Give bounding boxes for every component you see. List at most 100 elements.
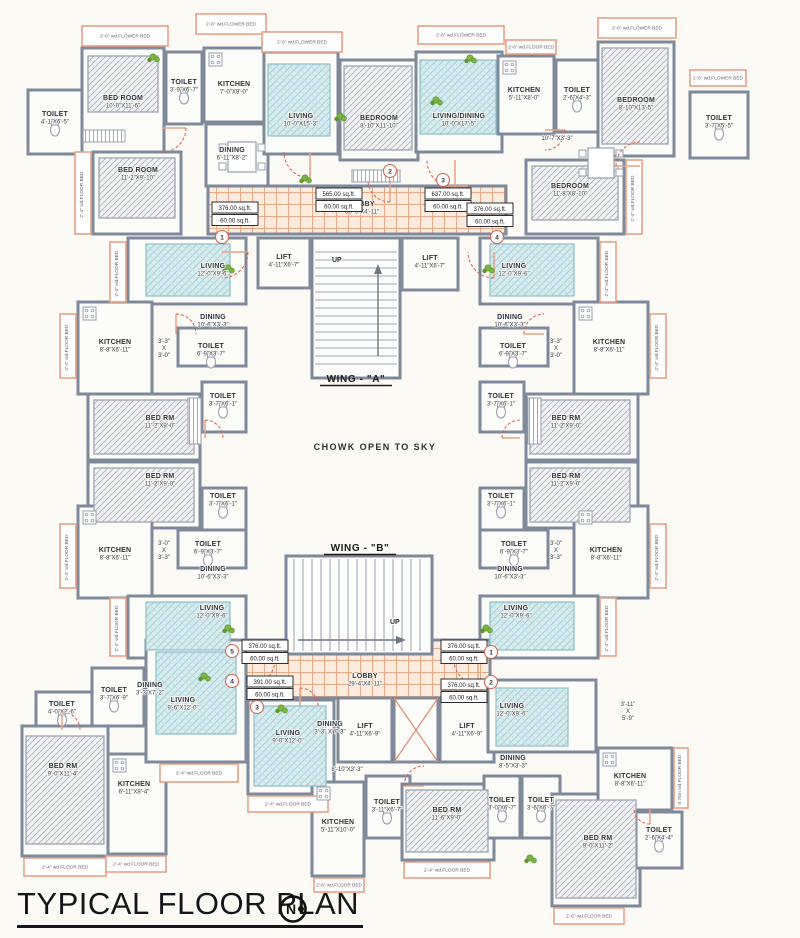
bed bbox=[87, 55, 159, 113]
stove-icon bbox=[82, 306, 97, 321]
flower-bed-label: 2'-6" wd.FLOOR BED bbox=[566, 914, 613, 920]
flower-bed-label: 2'-4" wd.FLOOR BED bbox=[114, 250, 120, 297]
dining-table bbox=[227, 141, 257, 173]
door-swing-arc bbox=[221, 251, 249, 279]
living-dims: 12'-0"X9'-6" bbox=[500, 614, 531, 620]
bed-rm-dims: 11'-2"X9'-0" bbox=[551, 482, 582, 488]
flower-bed-label: 2'-4" wd.FLOOR BED bbox=[424, 868, 471, 874]
plant-icon bbox=[531, 857, 537, 864]
area-value: 376.00 sq.ft. bbox=[218, 206, 251, 212]
burner bbox=[324, 788, 329, 793]
toilet-dims: 3'-11"X6'-7" bbox=[372, 808, 403, 814]
toilet-dims: 3'-7"X6'-1" bbox=[487, 502, 515, 508]
passage-dim: 8'-10"X3'-3" bbox=[331, 767, 362, 773]
stair-arrow-head bbox=[396, 636, 406, 644]
flower-bed-strip bbox=[74, 151, 92, 235]
area-value: 376.00 sq.ft. bbox=[447, 644, 480, 650]
door-swing-arc bbox=[523, 313, 545, 335]
stove-icon bbox=[502, 60, 517, 75]
toilet-dims: 6'-9"X3'-7" bbox=[194, 550, 222, 556]
plant-icon bbox=[205, 675, 211, 682]
flower-bed-strip bbox=[81, 25, 169, 47]
kitchen-label: KITCHEN bbox=[614, 773, 647, 780]
dining-label: DINING bbox=[219, 147, 245, 154]
bed-rm-label: BED RM bbox=[49, 763, 78, 770]
toilet-dims: 3'-6"X6'-7" bbox=[527, 806, 555, 812]
flower-bed-strip bbox=[599, 241, 617, 303]
wc-tank bbox=[51, 120, 59, 126]
bed-rm-label: BED RM bbox=[146, 415, 175, 422]
stove-icon bbox=[602, 752, 617, 767]
plant-icon bbox=[341, 115, 347, 122]
toilet-label: TOILET bbox=[210, 393, 236, 400]
living-carpet bbox=[155, 651, 237, 735]
flower-bed-label: 2'-4" wd.FLOOR BED bbox=[79, 171, 85, 218]
plant-icon bbox=[482, 268, 487, 274]
flower-bed-label: 2'-4" wd.FLOOR BED bbox=[654, 534, 660, 581]
area-box bbox=[211, 214, 259, 226]
area-value: 60.00 sq.ft. bbox=[433, 205, 463, 211]
plant-icon bbox=[489, 267, 495, 274]
burner bbox=[318, 788, 323, 793]
area-value: 376.00 sq.ft. bbox=[447, 683, 480, 689]
living-label: LIVING bbox=[201, 263, 226, 270]
bed-rm-label: BED RM bbox=[552, 473, 581, 480]
kitchen-dims: 5'-11"X10'-0" bbox=[321, 828, 355, 834]
unit-marker bbox=[224, 643, 240, 659]
wc-icon bbox=[496, 809, 508, 823]
burner bbox=[604, 760, 609, 765]
bed-rm-dims: 11'-2"X9'-0" bbox=[145, 424, 176, 430]
door-swing-arc bbox=[403, 765, 425, 787]
passage-dim: 5'-9" bbox=[622, 716, 634, 722]
chair bbox=[257, 162, 266, 171]
lift-dims: 4'-11"X6'-7" bbox=[415, 264, 446, 270]
burner bbox=[580, 518, 585, 523]
kitchen-dims: 8'-8"X6'-11" bbox=[594, 348, 625, 354]
wc-icon bbox=[495, 505, 507, 519]
wc-icon bbox=[495, 405, 507, 419]
toilet-label: TOILET bbox=[528, 797, 554, 804]
flower-bed-strip bbox=[625, 159, 643, 235]
bed-rm-label: BED RM bbox=[584, 835, 613, 842]
wc-tank bbox=[498, 806, 506, 812]
living-carpet bbox=[489, 243, 575, 297]
toilet-label: TOILET bbox=[501, 541, 527, 548]
wc-icon bbox=[178, 91, 190, 105]
lift-label: LIFT bbox=[459, 723, 475, 730]
lobby-label: LOBBY bbox=[352, 673, 378, 680]
toilet-dims: 4'-1"X6'-5" bbox=[41, 120, 69, 126]
wc-icon bbox=[713, 127, 725, 141]
bed-room-dims: 11'-2"X9'-10" bbox=[121, 176, 155, 182]
area-value: 376.00 sq.ft. bbox=[248, 644, 281, 650]
door-swing-arc bbox=[426, 159, 456, 189]
burner bbox=[580, 314, 585, 319]
plant-icon bbox=[471, 57, 477, 64]
toilet-dims: 3'-7"X6'-1" bbox=[487, 402, 515, 408]
chair bbox=[578, 168, 587, 177]
burner bbox=[216, 60, 221, 65]
toilet-label: TOILET bbox=[49, 701, 75, 708]
kitchen-label: KITCHEN bbox=[322, 819, 355, 826]
dining-label: DINING bbox=[200, 314, 226, 321]
passage-dim: 3'-0" bbox=[158, 541, 170, 547]
burner bbox=[210, 60, 215, 65]
toilet-dims: 4'-0"X2'-6" bbox=[48, 710, 76, 716]
bed bbox=[25, 735, 105, 845]
burner bbox=[216, 54, 221, 59]
stove-icon bbox=[112, 758, 127, 773]
wc-tank bbox=[573, 96, 581, 102]
living-dims: 12'-0"X9'-6" bbox=[496, 712, 527, 718]
living-dims: 12'-0"X9'-6" bbox=[498, 272, 529, 278]
chair bbox=[615, 149, 624, 158]
door-swing-arc bbox=[501, 419, 521, 439]
bed-room-dims: 10'-0"X11'-6" bbox=[106, 104, 140, 110]
burner bbox=[586, 512, 591, 517]
flower-bed-label: 0.75m wd.FLOOR BED bbox=[677, 754, 683, 804]
unit-marker bbox=[214, 229, 230, 245]
bed-rm-dims: 11'-6"X9'-0" bbox=[432, 816, 463, 822]
flower-bed-strip bbox=[597, 17, 677, 39]
living-dining-label: LIVING/DINING bbox=[433, 113, 486, 120]
flower-bed-label: 2'-6" wd.FLOWER BED bbox=[277, 40, 328, 46]
plant-icon bbox=[464, 58, 469, 64]
unit-marker bbox=[435, 172, 451, 188]
